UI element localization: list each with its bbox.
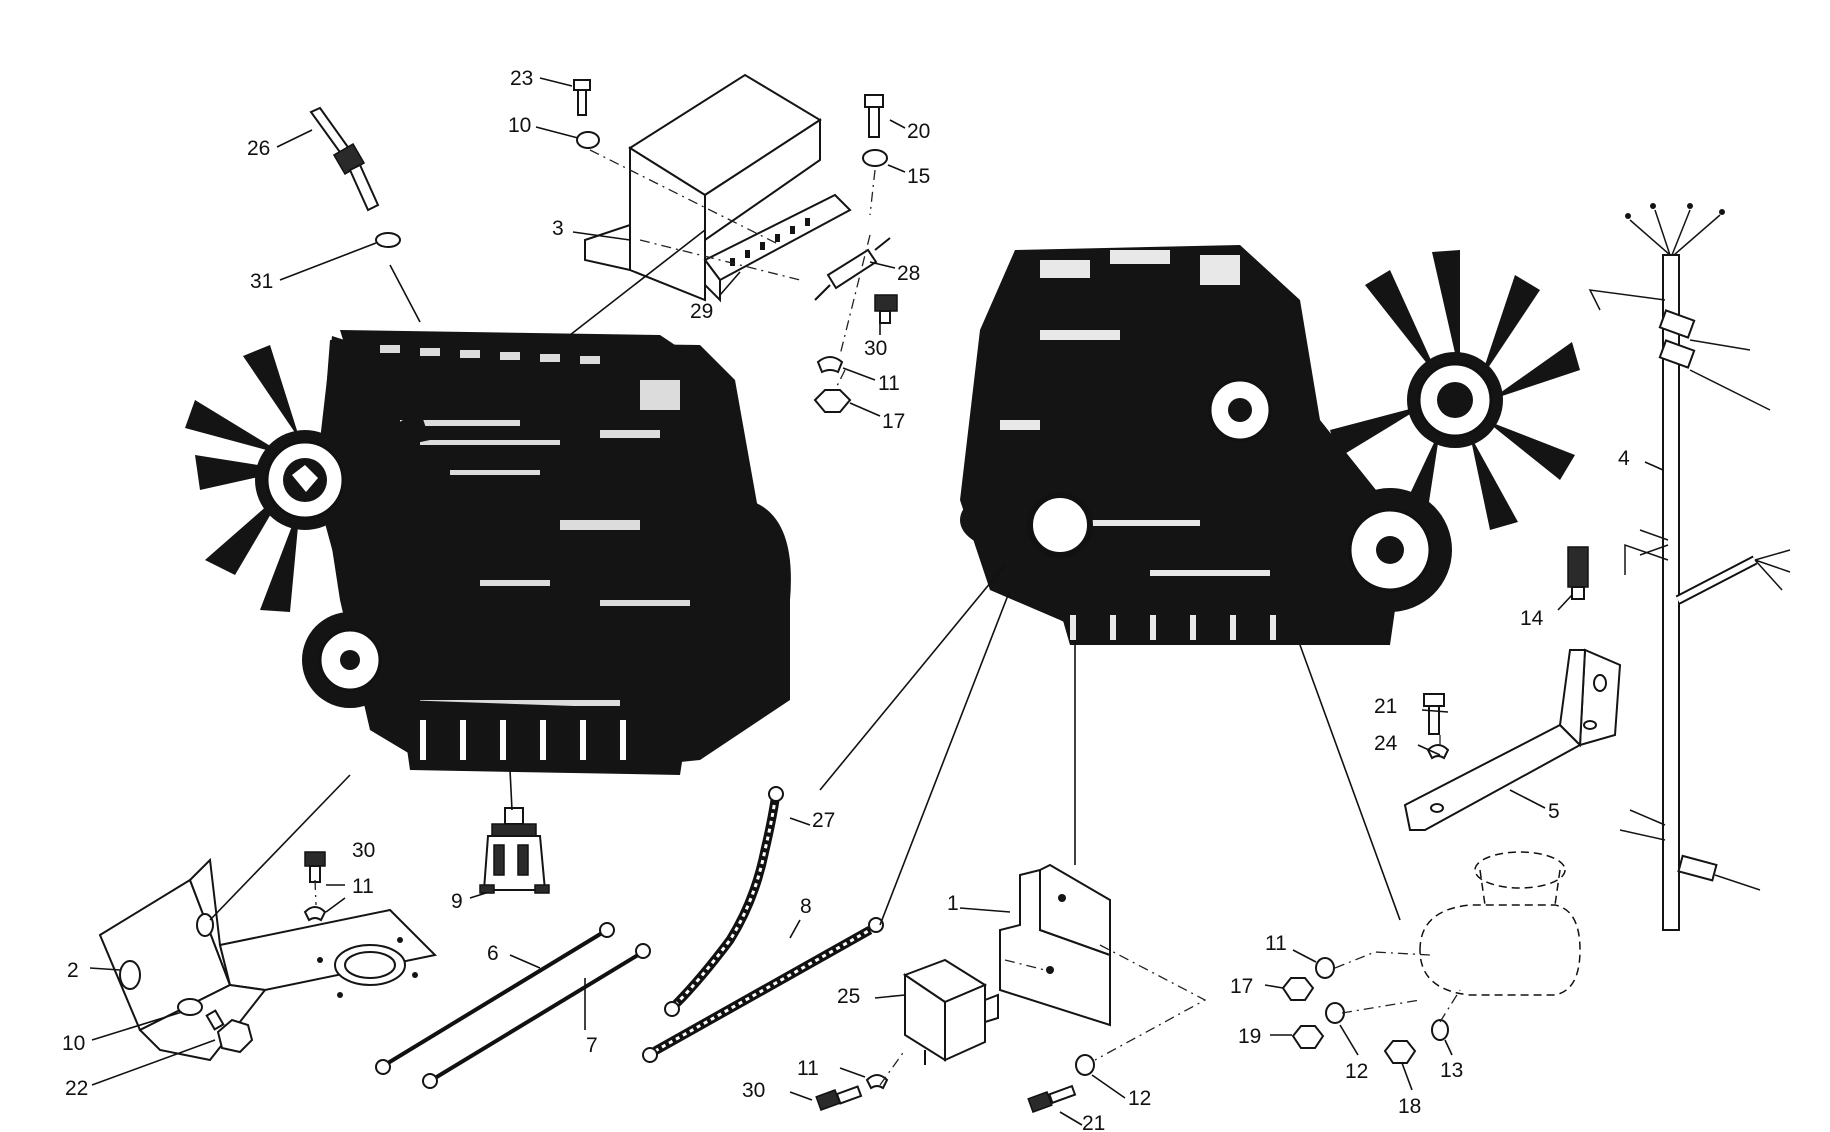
callout-30-top: 30: [864, 337, 887, 360]
wiring-harness-4: [1588, 203, 1791, 931]
callout-labels: 23 10 26 31 3 20 15 28 29 30 11 17 9 2 1…: [62, 67, 1630, 1132]
callout-17-bottom: 17: [1230, 975, 1253, 998]
ground-strap-27: [664, 786, 784, 1017]
callout-10-top: 10: [508, 114, 531, 137]
callout-6: 6: [487, 942, 499, 965]
callout-21-bottom: 21: [1082, 1112, 1105, 1132]
relay-bracket-1: [999, 863, 1111, 1027]
callout-25: 25: [837, 985, 860, 1008]
callout-2: 2: [67, 959, 79, 982]
lock-washer-11-bracket: [303, 906, 327, 922]
callout-26: 26: [247, 137, 270, 160]
callout-15: 15: [907, 165, 930, 188]
callout-8: 8: [800, 895, 812, 918]
terminal-cover-3: [584, 73, 822, 302]
sealing-washer-31: [375, 232, 401, 248]
nut-19: [1291, 1025, 1325, 1049]
washer-12-left: [1075, 1054, 1095, 1076]
callout-11-right-top: 11: [878, 372, 900, 395]
bolt-21-bottom: [1027, 1084, 1077, 1113]
callout-1: 1: [947, 892, 959, 915]
callout-7: 7: [586, 1034, 598, 1057]
screw-30-top: [874, 294, 898, 324]
engine-right: [960, 245, 1580, 645]
callout-9: 9: [451, 890, 463, 913]
callout-18: 18: [1398, 1095, 1421, 1118]
oil-pressure-sender-9: [479, 807, 550, 894]
callout-30-bottom: 30: [742, 1079, 765, 1102]
callout-30-bracket: 30: [352, 839, 375, 862]
washer-13: [1431, 1019, 1449, 1041]
bolt-22: [205, 1009, 254, 1054]
cable-7: [422, 943, 651, 1089]
screw-30-bottom: [815, 1085, 863, 1111]
terminal-strip-29: [703, 193, 852, 303]
assembly-lines: [209, 149, 1461, 1086]
callout-14: 14: [1520, 607, 1544, 630]
callout-24: 24: [1374, 732, 1398, 755]
nut-18: [1383, 1040, 1417, 1064]
callout-31: 31: [250, 270, 273, 293]
callout-10-bottom: 10: [62, 1032, 85, 1055]
washer-11-right: [1315, 957, 1335, 979]
callout-28: 28: [897, 262, 920, 285]
connector-14: [1567, 546, 1589, 600]
callout-13: 13: [1440, 1059, 1463, 1082]
callout-21-right: 21: [1374, 695, 1397, 718]
callout-12-right: 12: [1345, 1060, 1368, 1083]
callout-22: 22: [65, 1077, 88, 1100]
cable-6: [375, 922, 615, 1075]
temperature-sensor-26: [309, 106, 380, 212]
lock-washer-24: [1426, 744, 1450, 760]
callout-5: 5: [1548, 800, 1560, 823]
resistor-28: [814, 237, 891, 301]
washer-15: [862, 149, 888, 167]
callout-12-left: 12: [1128, 1087, 1151, 1110]
callout-27: 27: [812, 809, 835, 832]
callout-29: 29: [690, 300, 713, 323]
callout-11-bottom: 11: [797, 1057, 819, 1080]
mounting-bracket-5: [1403, 648, 1622, 831]
lock-washer-11-top: [816, 356, 844, 374]
washer-10-top: [576, 131, 600, 149]
relay-25: [902, 958, 999, 1065]
callout-20: 20: [907, 120, 930, 143]
lock-washer-11-bottom: [865, 1074, 889, 1090]
washer-12-right: [1325, 1002, 1345, 1024]
nut-17-top: [813, 389, 852, 413]
bolt-23: [573, 79, 591, 116]
callout-leaders: [89, 77, 1664, 1126]
solenoid-outline: [1419, 851, 1581, 996]
mounting-bracket-2: [98, 857, 438, 1062]
callout-11-right-bottom: 11: [1265, 932, 1287, 955]
callout-4: 4: [1618, 447, 1630, 470]
engine-left: [185, 330, 791, 775]
callout-11-bracket: 11: [352, 875, 374, 898]
callout-17-top: 17: [882, 410, 905, 433]
ground-strap-8: [642, 917, 884, 1063]
nut-17-right: [1281, 977, 1315, 1001]
bolt-20: [864, 94, 884, 138]
callout-3: 3: [552, 217, 564, 240]
callout-23: 23: [510, 67, 533, 90]
callout-19: 19: [1238, 1025, 1261, 1048]
screw-30-bracket: [304, 851, 326, 883]
washer-10-bottom: [177, 998, 203, 1016]
bolt-21-right: [1423, 693, 1445, 735]
